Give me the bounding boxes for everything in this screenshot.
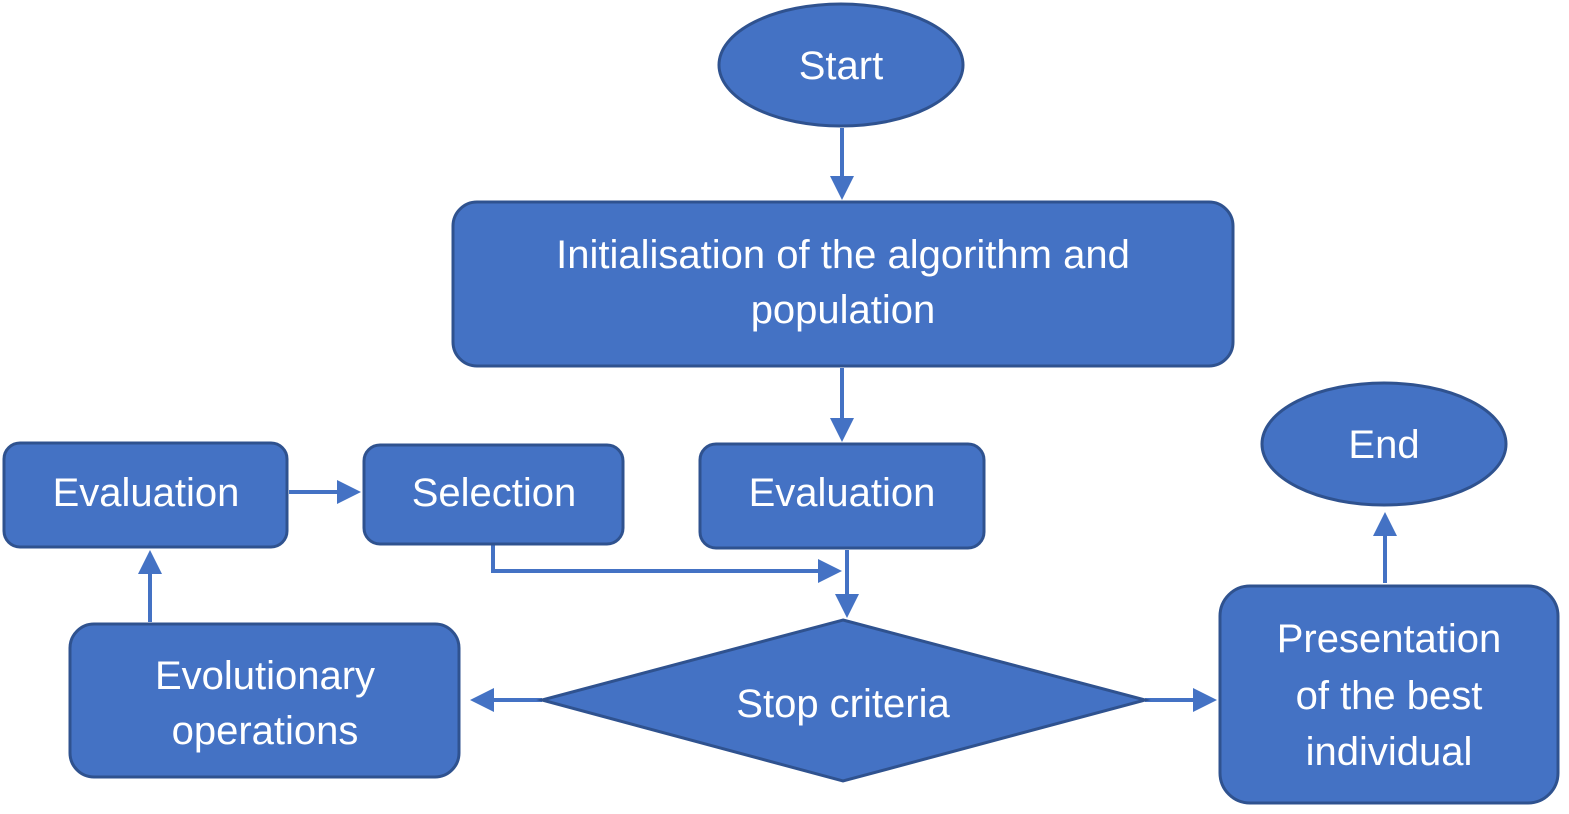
evolutionary-label-line-2: operations bbox=[172, 709, 359, 753]
connectors bbox=[138, 128, 1397, 712]
initialisation-label-line-2: population bbox=[751, 288, 936, 332]
selection-label: Selection bbox=[412, 471, 577, 515]
initialisation-label-line-1: Initialisation of the algorithm and bbox=[556, 233, 1130, 277]
stop-criteria-node: Stop criteria bbox=[536, 618, 1151, 783]
evolutionary-node: Evolutionary operations bbox=[68, 622, 461, 779]
evaluation-main-label: Evaluation bbox=[749, 471, 936, 515]
end-label: End bbox=[1348, 423, 1419, 467]
presentation-node: Presentation of the best individual bbox=[1218, 584, 1560, 805]
arrow-selection-to-stop-criteria bbox=[491, 545, 842, 583]
selection-node: Selection bbox=[362, 443, 625, 546]
start-label: Start bbox=[799, 44, 883, 88]
presentation-label-line-1: Presentation bbox=[1277, 617, 1502, 661]
presentation-label-line-2: of the best bbox=[1296, 674, 1483, 718]
initialisation-node: Initialisation of the algorithm and popu… bbox=[451, 200, 1235, 368]
evaluation-side-label: Evaluation bbox=[53, 471, 240, 515]
evolutionary-label-line-1: Evolutionary bbox=[155, 654, 375, 698]
presentation-label-line-3: individual bbox=[1306, 730, 1473, 774]
start-node: Start bbox=[717, 2, 965, 128]
end-node: End bbox=[1260, 381, 1508, 507]
evaluation-main-node: Evaluation bbox=[698, 442, 986, 550]
evaluation-side-node: Evaluation bbox=[2, 441, 289, 549]
stop-criteria-label: Stop criteria bbox=[736, 682, 950, 726]
